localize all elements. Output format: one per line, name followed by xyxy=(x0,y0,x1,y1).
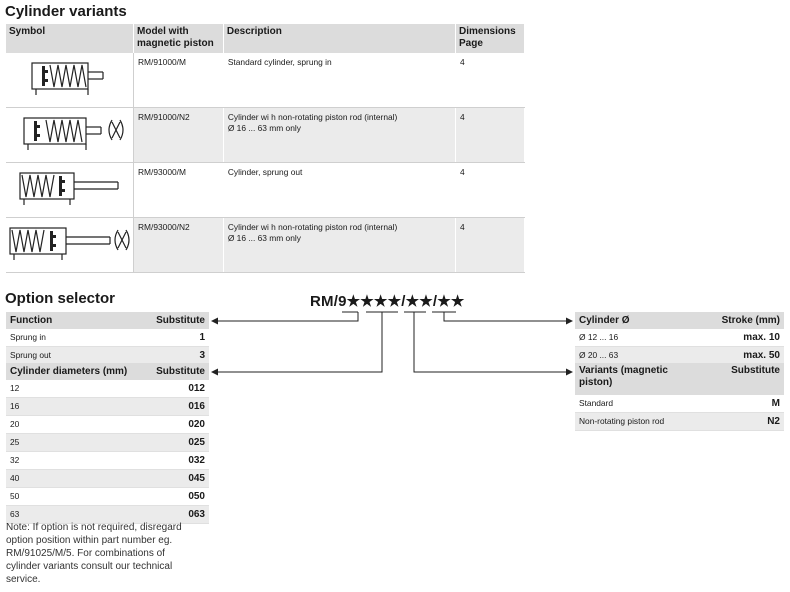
variants-header-row: Symbol Model with magnetic piston Descri… xyxy=(6,24,526,53)
description-header: Description xyxy=(223,24,456,53)
description-cell: Cylinder wi h non-rotating piston rod (i… xyxy=(223,217,456,273)
diameter-label: 32 xyxy=(6,451,146,470)
piston-label: Standard xyxy=(575,395,695,413)
diameter-value: 020 xyxy=(145,415,209,434)
model-cell: RM/93000/M xyxy=(133,162,224,218)
diameter-value: 016 xyxy=(145,397,209,416)
table-row: RM/93000/N2 Cylinder wi h non-rotating p… xyxy=(6,217,526,273)
sprung-in-cylinder-icon xyxy=(6,53,134,108)
diameter-label: 63 xyxy=(6,505,146,524)
piston-value: N2 xyxy=(695,412,784,431)
piston-substitute-header: Substitute xyxy=(695,363,784,395)
selector-note: Note: If option is not required, disrega… xyxy=(6,522,182,585)
model-cell: RM/93000/N2 xyxy=(133,217,224,273)
diameter-value: 032 xyxy=(145,451,209,470)
sprung-in-non-rotating-cylinder-icon xyxy=(6,107,134,163)
diameters-header: Cylinder diameters (mm) xyxy=(6,363,146,380)
stroke-value: max. 10 xyxy=(672,329,784,347)
page-cell: 4 xyxy=(455,162,526,218)
piston-header: Variants (magnetic piston) xyxy=(575,363,695,395)
diameter-value: 012 xyxy=(145,380,209,398)
stroke-label: Ø 12 ... 16 xyxy=(575,329,673,347)
diameter-label: 12 xyxy=(6,380,146,398)
description-line: Cylinder, sprung out xyxy=(227,167,303,177)
selector-title: Option selector xyxy=(5,290,116,307)
sprung-out-non-rotating-cylinder-icon xyxy=(6,217,134,273)
description-cell: Cylinder wi h non-rotating piston rod (i… xyxy=(223,107,456,163)
stroke-header: Cylinder Ø xyxy=(575,312,673,329)
function-value: 3 xyxy=(101,346,209,365)
table-row: RM/93000/M Cylinder, sprung out 4 xyxy=(6,162,526,218)
description-line: Cylinder wi h non-rotating piston rod (i… xyxy=(227,112,398,122)
stroke-value: max. 50 xyxy=(672,346,784,365)
diameters-substitute-header: Substitute xyxy=(145,363,209,380)
symbol-header: Symbol xyxy=(6,24,134,53)
diameter-value: 050 xyxy=(145,487,209,506)
sprung-out-cylinder-icon xyxy=(6,162,134,218)
description-cell: Standard cylinder, sprung in xyxy=(223,53,456,108)
description-line: Ø 16 ... 63 mm only xyxy=(227,123,301,133)
diameter-label: 16 xyxy=(6,397,146,416)
table-row: RM/91000/N2 Cylinder wi h non-rotating p… xyxy=(6,107,526,163)
model-cell: RM/91000/M xyxy=(133,53,224,108)
page-cell: 4 xyxy=(455,107,526,163)
page-cell: 4 xyxy=(455,53,526,108)
description-cell: Cylinder, sprung out xyxy=(223,162,456,218)
function-value: 1 xyxy=(101,329,209,347)
description-line: Cylinder wi h non-rotating piston rod (i… xyxy=(227,222,398,232)
stroke-label: Ø 20 ... 63 xyxy=(575,346,673,365)
model-cell: RM/91000/N2 xyxy=(133,107,224,163)
variants-table: Symbol Model with magnetic piston Descri… xyxy=(6,24,526,273)
function-label: Sprung in xyxy=(6,329,102,347)
page-cell: 4 xyxy=(455,217,526,273)
function-header: Function xyxy=(6,312,102,329)
variants-title: Cylinder variants xyxy=(5,3,127,20)
diameter-label: 20 xyxy=(6,415,146,434)
function-substitute-header: Substitute xyxy=(101,312,209,329)
piston-value: M xyxy=(695,395,784,413)
model-header: Model with magnetic piston xyxy=(133,24,224,53)
diameter-value: 045 xyxy=(145,469,209,488)
description-line: Ø 16 ... 63 mm only xyxy=(227,233,301,243)
piston-label: Non-rotating piston rod xyxy=(575,412,695,431)
table-row: RM/91000/M Standard cylinder, sprung in … xyxy=(6,53,526,108)
dimensions-header: Dimensions Page xyxy=(455,24,526,53)
diameter-label: 40 xyxy=(6,469,146,488)
description-line: Standard cylinder, sprung in xyxy=(227,57,332,67)
diameter-value: 063 xyxy=(145,505,209,524)
diameter-value: 025 xyxy=(145,433,209,452)
part-code: RM/9★★★★/★★/★★ xyxy=(310,293,465,310)
stroke-substitute-header: Stroke (mm) xyxy=(672,312,784,329)
piston-table: Variants (magnetic piston)Substitute Sta… xyxy=(575,363,784,431)
diameter-label: 25 xyxy=(6,433,146,452)
diameter-label: 50 xyxy=(6,487,146,506)
